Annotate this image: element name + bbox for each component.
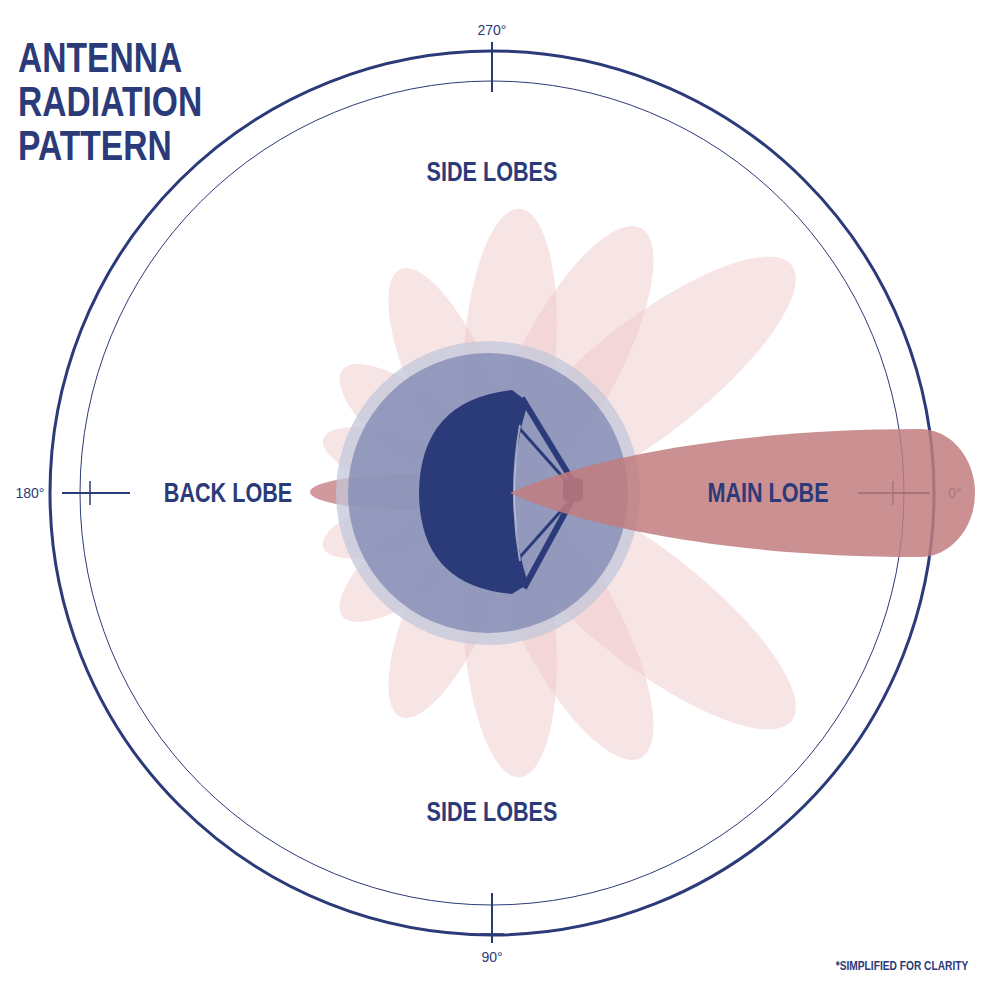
lobe-label: MAIN LOBE: [707, 478, 828, 509]
lobe-label: BACK LOBE: [164, 478, 292, 509]
caption: *SIMPLIFIED FOR CLARITY: [836, 959, 969, 973]
inner-ring: [80, 81, 904, 905]
main-lobe: MAIN LOBE: [505, 427, 980, 559]
angle-label: 180°: [16, 485, 45, 501]
title: ANTENNA RADIATION PATTERN: [18, 36, 202, 168]
angle-label: 90°: [481, 949, 502, 965]
angle-label: 270°: [478, 22, 507, 38]
lobe-label: SIDE LOBES: [427, 157, 558, 188]
lobe-label: SIDE LOBES: [427, 797, 558, 828]
main-lobe-outline: [510, 429, 975, 557]
outer-ring: [50, 51, 934, 935]
compass-ticks: [62, 42, 930, 943]
